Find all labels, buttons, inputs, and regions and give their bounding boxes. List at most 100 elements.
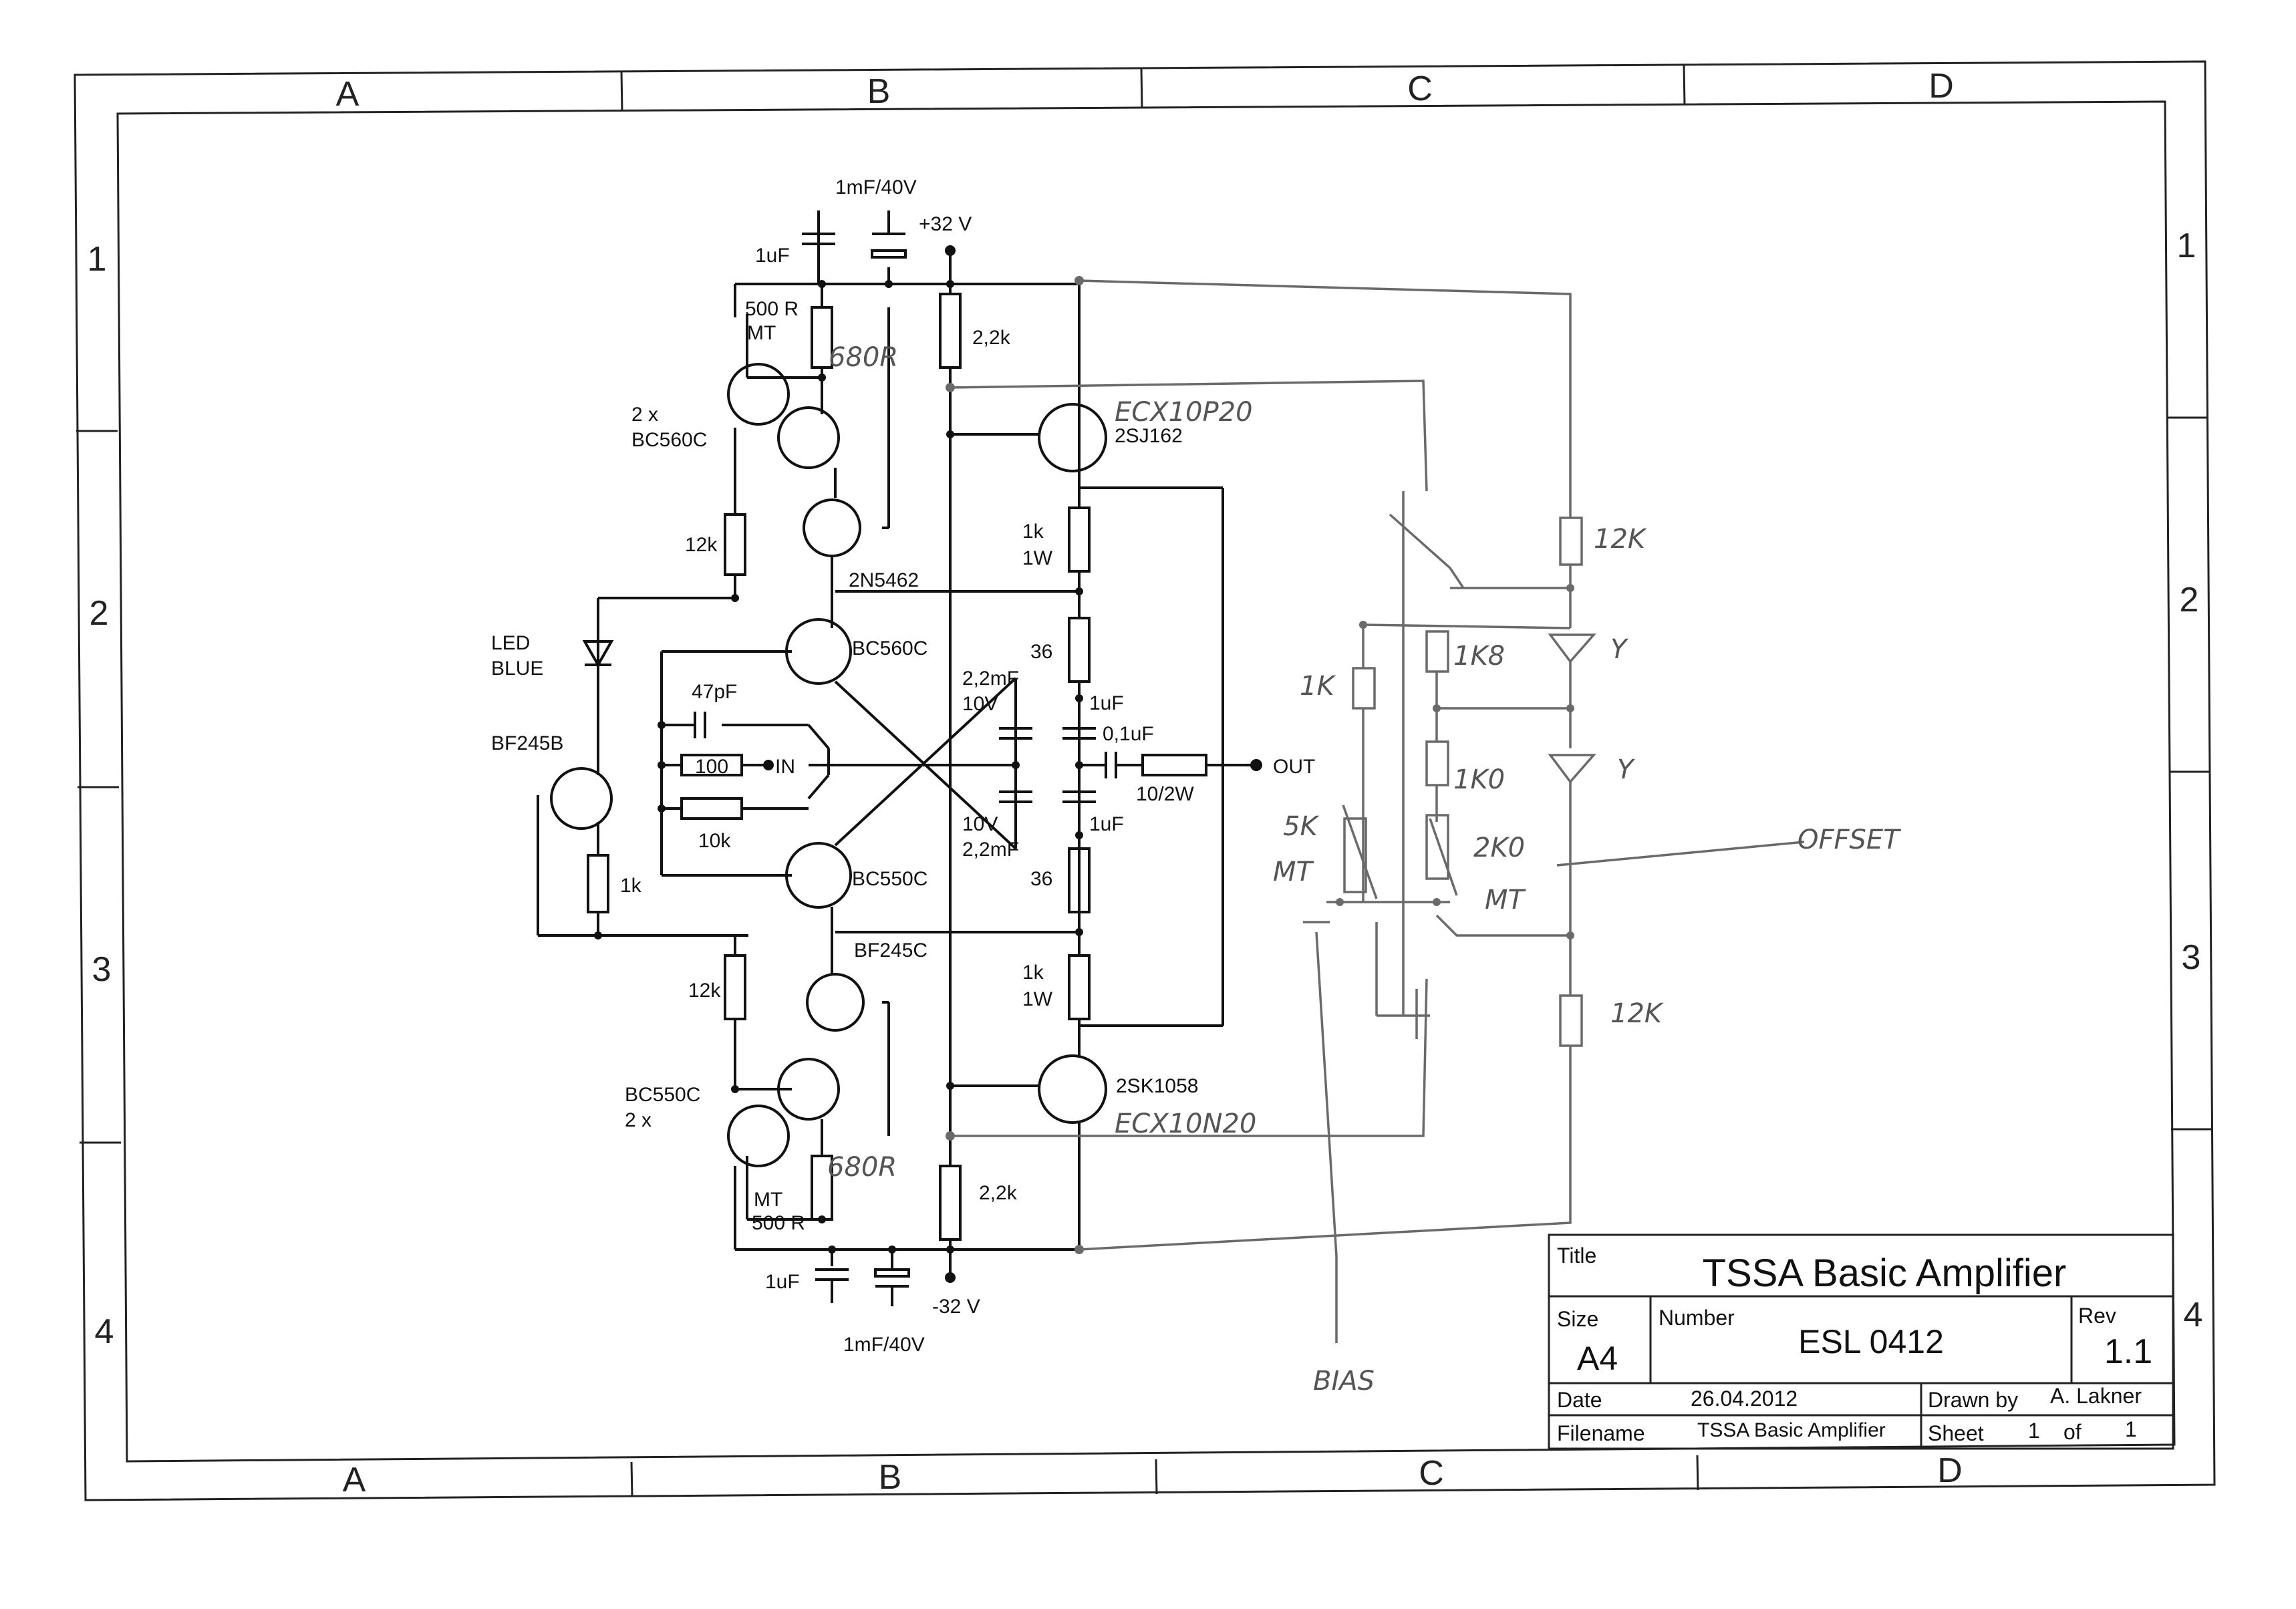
title-label: Title	[1557, 1244, 1596, 1268]
label-q-2sk1058: 2SK1058	[1116, 1075, 1198, 1097]
hand-r-12k-bot: 12K	[1610, 998, 1664, 1029]
zone-col-a-bottom: A	[343, 1461, 366, 1499]
drawing-frame	[74, 60, 2216, 1501]
hand-offset: OFFSET	[1798, 825, 1902, 855]
label-q-bf245b: BF245B	[491, 732, 563, 754]
schematic-wires	[537, 210, 1256, 1306]
label-cap-1uf-bot: 1uF	[765, 1271, 800, 1293]
hand-r-12k-top: 12K	[1594, 524, 1647, 555]
label-q-2x-top: 2 x	[631, 404, 658, 426]
zone-col-b-top: B	[867, 72, 891, 111]
label-q-2n5462: 2N5462	[849, 569, 919, 591]
hand-ecx10p20: ECX10P20	[1115, 397, 1253, 428]
drawn-label: Drawn by	[1928, 1388, 2018, 1412]
number-label: Number	[1659, 1306, 1735, 1330]
hand-r-1k0: 1K0	[1453, 764, 1505, 795]
hand-led-mark-a: Y	[1610, 634, 1629, 665]
zone-row-4-left: 4	[95, 1312, 114, 1351]
hand-pot-2k0-b: MT	[1485, 885, 1527, 915]
handwritten-annotations: 680R ECX10P20 ECX10N20 680R 12K 1K 1K8 1…	[827, 342, 1902, 1397]
zone-row-1-left: 1	[88, 240, 107, 279]
zone-row-2-right: 2	[2180, 581, 2199, 619]
date-label: Date	[1557, 1388, 1602, 1412]
sheet-label: Sheet	[1928, 1421, 1984, 1445]
label-c-2m2-bot-a: 10V	[962, 813, 998, 835]
drawing-title: TSSA Basic Amplifier	[1703, 1252, 2067, 1295]
rev-label: Rev	[2078, 1304, 2116, 1328]
filename-label: Filename	[1557, 1421, 1645, 1445]
component-labels: 1mF/40V +32 V 1uF 500 R MT 2,2k 2 x BC56…	[491, 176, 1315, 1356]
sheet-total: 1	[2125, 1417, 2137, 1441]
label-pot-bot: 500 R	[752, 1212, 805, 1234]
label-r-1w-top: 1W	[1022, 547, 1053, 569]
zone-col-c-bottom: C	[1419, 1454, 1444, 1493]
hand-bias: BIAS	[1313, 1366, 1375, 1397]
zone-col-d-top: D	[1928, 67, 1954, 106]
label-r-36-top: 36	[1030, 641, 1052, 663]
label-r-100: 100	[695, 756, 728, 778]
label-pot-top-mt: MT	[747, 322, 776, 344]
zone-row-3-right: 3	[2182, 938, 2201, 977]
zone-col-d-bottom: D	[1937, 1451, 1963, 1490]
label-r-1w-bot: 1W	[1022, 988, 1053, 1010]
pencil-bias-circuit	[950, 279, 1805, 1343]
zone-col-c-top: C	[1407, 69, 1433, 108]
label-c-2m2-bot-b: 2,2mF	[962, 839, 1019, 861]
zone-row-2-left: 2	[90, 594, 109, 633]
schematic-nodes	[594, 245, 1262, 1283]
label-in: IN	[775, 756, 795, 778]
label-cap-1uf-top: 1uF	[755, 245, 790, 267]
label-q-bc550c-bot: BC550C	[625, 1084, 700, 1106]
title-block: Title TSSA Basic Amplifier Size A4 Numbe…	[1548, 1233, 2174, 1450]
label-r-1k-left: 1k	[620, 875, 642, 897]
hand-ecx10n20: ECX10N20	[1115, 1109, 1256, 1139]
label-c-47pf: 47pF	[692, 681, 737, 703]
zone-row-4-right: 4	[2184, 1296, 2203, 1334]
label-q-bc560c-mid: BC560C	[852, 637, 927, 660]
label-q-2x-bot: 2 x	[625, 1109, 652, 1131]
label-r-36-bot: 36	[1030, 868, 1052, 890]
of-label: of	[2063, 1420, 2082, 1444]
pencil-nodes	[946, 276, 1574, 1254]
zone-col-b-bottom: B	[879, 1458, 902, 1497]
label-r-10-2w: 10/2W	[1136, 783, 1194, 805]
size-label: Size	[1557, 1307, 1598, 1331]
label-c-1uf-out-bot: 1uF	[1089, 813, 1124, 835]
label-vplus: +32 V	[919, 213, 972, 235]
label-c-1uf-out-top: 1uF	[1089, 692, 1124, 714]
label-r-12k-top: 12k	[685, 534, 718, 556]
label-pot-bot-mt: MT	[754, 1189, 782, 1211]
zone-row-1-right: 1	[2177, 227, 2196, 265]
label-q-2sj162: 2SJ162	[1115, 425, 1183, 447]
hand-r-1k8: 1K8	[1453, 641, 1505, 672]
rev-value: 1.1	[2104, 1332, 2152, 1371]
size-value: A4	[1577, 1340, 1618, 1377]
label-led-a: LED	[491, 632, 530, 654]
number-value: ESL 0412	[1798, 1323, 1944, 1360]
hand-680r-top: 680R	[829, 342, 898, 373]
label-cap-1mf-top: 1mF/40V	[835, 176, 917, 198]
hand-pot-5k-b: MT	[1273, 857, 1315, 887]
filename-value: TSSA Basic Amplifier	[1697, 1419, 1886, 1441]
label-r-12k-bot: 12k	[688, 980, 721, 1002]
label-led-b: BLUE	[491, 657, 543, 680]
label-q-bf245c: BF245C	[854, 939, 927, 962]
label-pot-top: 500 R	[745, 298, 799, 320]
zone-row-3-left: 3	[92, 950, 112, 989]
label-r-1k-bot: 1k	[1022, 962, 1044, 984]
drawn-value: A. Lakner	[2050, 1384, 2142, 1408]
label-r-2k2-bot: 2,2k	[979, 1182, 1018, 1204]
zone-labels: A B C D A B C D 1 2 3 4 1 2 3 4	[88, 67, 2203, 1499]
label-vminus: -32 V	[932, 1296, 980, 1318]
label-r-1k-top: 1k	[1022, 521, 1044, 543]
label-cap-1mf-bot: 1mF/40V	[843, 1334, 925, 1356]
label-out: OUT	[1273, 756, 1315, 778]
hand-pot-5k-a: 5K	[1283, 811, 1319, 842]
zone-col-a-top: A	[336, 75, 360, 114]
hand-r-1k: 1K	[1300, 671, 1336, 702]
label-q-bc560c-top: BC560C	[631, 429, 707, 451]
hand-680r-bot: 680R	[827, 1152, 897, 1183]
sheet-value: 1	[2028, 1419, 2040, 1443]
label-r-10k: 10k	[698, 830, 731, 852]
